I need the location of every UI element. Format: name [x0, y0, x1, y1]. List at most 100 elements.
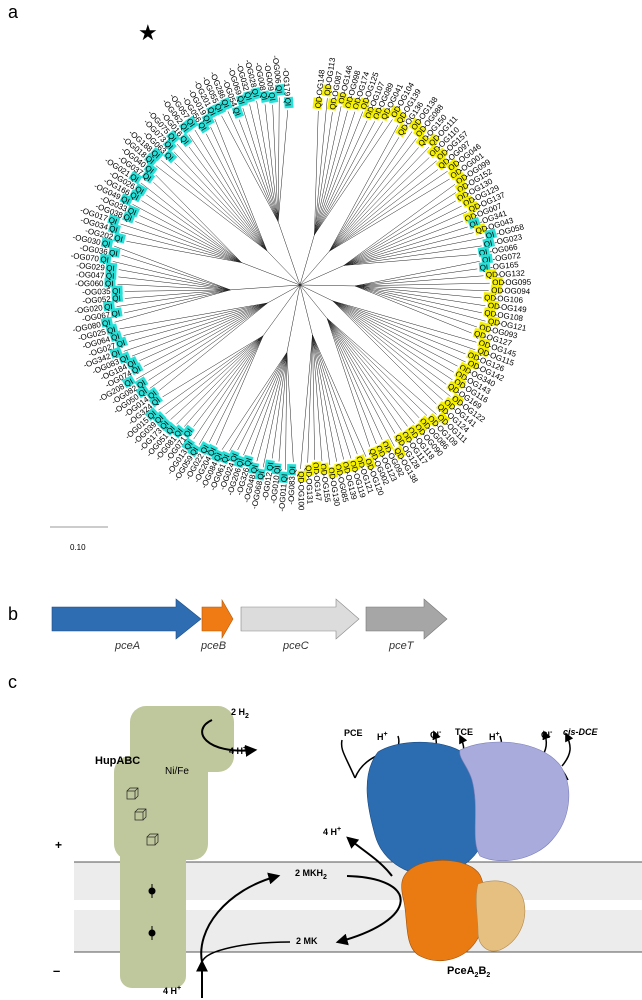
tree-leaf-branch [329, 138, 417, 252]
leaf-prefix-badge: QI [212, 451, 224, 462]
leaf-prefix-highlight [478, 261, 491, 272]
leaf-prefix-highlight [378, 107, 392, 122]
tree-leaf-branch [123, 302, 268, 352]
tree-leaf-branch [141, 200, 242, 263]
leaf-prefix-badge: QI [242, 91, 253, 102]
tree-leaf-branch [242, 108, 279, 222]
leaf-prefix-badge: QI [106, 263, 115, 273]
tce-label: TCE [455, 727, 473, 737]
leaf-prefix-badge: QI [267, 92, 277, 102]
leaf-prefix-badge: QI [101, 318, 111, 328]
leaf-prefix-highlight [452, 375, 467, 390]
leaf-prefix-highlight [129, 362, 144, 376]
leaf-prefix-highlight [476, 344, 490, 358]
leaf-prefix-badge: QI [182, 440, 194, 452]
tree-leaf-branch [354, 285, 486, 322]
tree-leaf-branch [332, 300, 476, 351]
tree-leaf-branch [237, 352, 288, 451]
tree-leaf-branch [124, 289, 231, 314]
tree-leaf-branch [355, 275, 484, 287]
leaf-id: -OG106 [494, 294, 524, 305]
tree-leaf-branch [314, 110, 348, 235]
tree-leaf-branch [135, 221, 242, 263]
tree-leaf-label: QD-OG106 [483, 292, 524, 305]
leaf-id: -OG020 [74, 303, 104, 315]
leaf-id: -OG070 [70, 251, 100, 264]
tree-leaf-branch [136, 302, 268, 380]
leaf-prefix-highlight [113, 232, 126, 244]
tree-leaf-branch [329, 169, 438, 252]
leaf-prefix-highlight [201, 112, 215, 127]
leaf-id: -OG094 [502, 286, 531, 296]
gene-label-pceb: pceB [201, 640, 227, 652]
leaf-prefix-highlight [135, 384, 150, 399]
tree-internal-branch [230, 284, 301, 291]
panel-label-b: b [8, 604, 19, 624]
tree-leaf-branch [332, 300, 454, 373]
proton-out-mid-label: 4 H+ [323, 826, 342, 837]
tree-leaf-branch [114, 289, 231, 323]
leaf-prefix-highlight [133, 183, 148, 197]
mk-reduction-arrow [200, 872, 281, 963]
leaf-prefix-badge: QI [100, 255, 110, 265]
leaf-prefix-badge: QI [229, 452, 240, 463]
leaf-prefix-badge: QI [116, 338, 127, 349]
mk-label: 2 MK [296, 936, 318, 946]
gene-label-pcea: pceA [115, 640, 141, 652]
tree-leaf-branch [312, 334, 367, 457]
tree-leaf-branch [307, 335, 313, 463]
tree-leaf-branch [329, 146, 430, 252]
tree-leaf-label: QD-OG147 [311, 461, 323, 502]
leaf-prefix-badge: QI [235, 95, 246, 106]
tree-leaf-branch [221, 352, 288, 450]
tree-leaf-branch [216, 335, 264, 445]
leaf-prefix-badge: QI [105, 279, 113, 288]
leaf-prefix-highlight [380, 438, 394, 453]
leaf-id: -OG113 [324, 56, 337, 85]
tree-internal-branch [299, 284, 356, 287]
fes-cluster-icon [126, 787, 159, 846]
leaf-prefix-badge: QI [250, 88, 261, 98]
tree-leaf-branch [355, 285, 489, 292]
leaf-prefix-highlight [311, 461, 322, 474]
pce-to-tce-substrate-arrow [340, 739, 356, 779]
leaf-prefix-highlight [283, 96, 294, 109]
tree-leaf-branch [314, 120, 368, 235]
nife-label: Ni/Fe [165, 766, 189, 777]
tree-leaf-branch [354, 285, 482, 314]
leaf-id: -OG006 [271, 55, 283, 85]
tree-leaf-label: QI-OG060 [75, 278, 116, 288]
tree-leaf-label: QI-OG179 [281, 67, 294, 109]
leaf-prefix-highlight [144, 406, 159, 421]
tree-leaf-branch [176, 335, 264, 425]
leaf-prefix-highlight [412, 124, 427, 139]
leaf-prefix-highlight [406, 424, 421, 439]
leaf-prefix-highlight [196, 119, 211, 134]
leaf-prefix-badge: QI [256, 470, 266, 480]
tree-leaf-branch [329, 170, 448, 252]
leaf-prefix-badge: QI [126, 358, 137, 370]
leaf-prefix-highlight [157, 416, 172, 432]
tree-leaf-branch [312, 334, 344, 460]
leaf-id: -OG067 [81, 310, 111, 323]
tree-leaf-branch [205, 133, 268, 251]
tree-leaf-branch [355, 268, 478, 287]
tree-leaf-label: QD-OG094 [490, 284, 531, 296]
tree-leaf-label: QD-OG108 [483, 307, 524, 323]
tree-leaf-branch [326, 318, 415, 424]
leaf-prefix-badge: QI [288, 466, 297, 475]
tree-leaf-branch [343, 237, 484, 266]
gene-cluster [51, 598, 448, 640]
tree-leaf-branch [165, 335, 264, 415]
leaf-id: -OG047 [76, 270, 105, 280]
leaf-prefix-badge: QD [486, 270, 499, 280]
leaf-prefix-badge: QI [130, 364, 142, 376]
leaf-prefix-highlight [278, 471, 289, 484]
leaf-prefix-highlight [473, 223, 487, 235]
tree-internal-branch [299, 265, 345, 286]
leaf-prefix-highlight [185, 115, 199, 130]
tree-leaf-label: QI-OG029 [76, 261, 118, 273]
leaf-prefix-highlight [393, 431, 408, 447]
gene-arrow-pcet [365, 598, 448, 640]
leaf-prefix-badge: QI [113, 233, 123, 244]
